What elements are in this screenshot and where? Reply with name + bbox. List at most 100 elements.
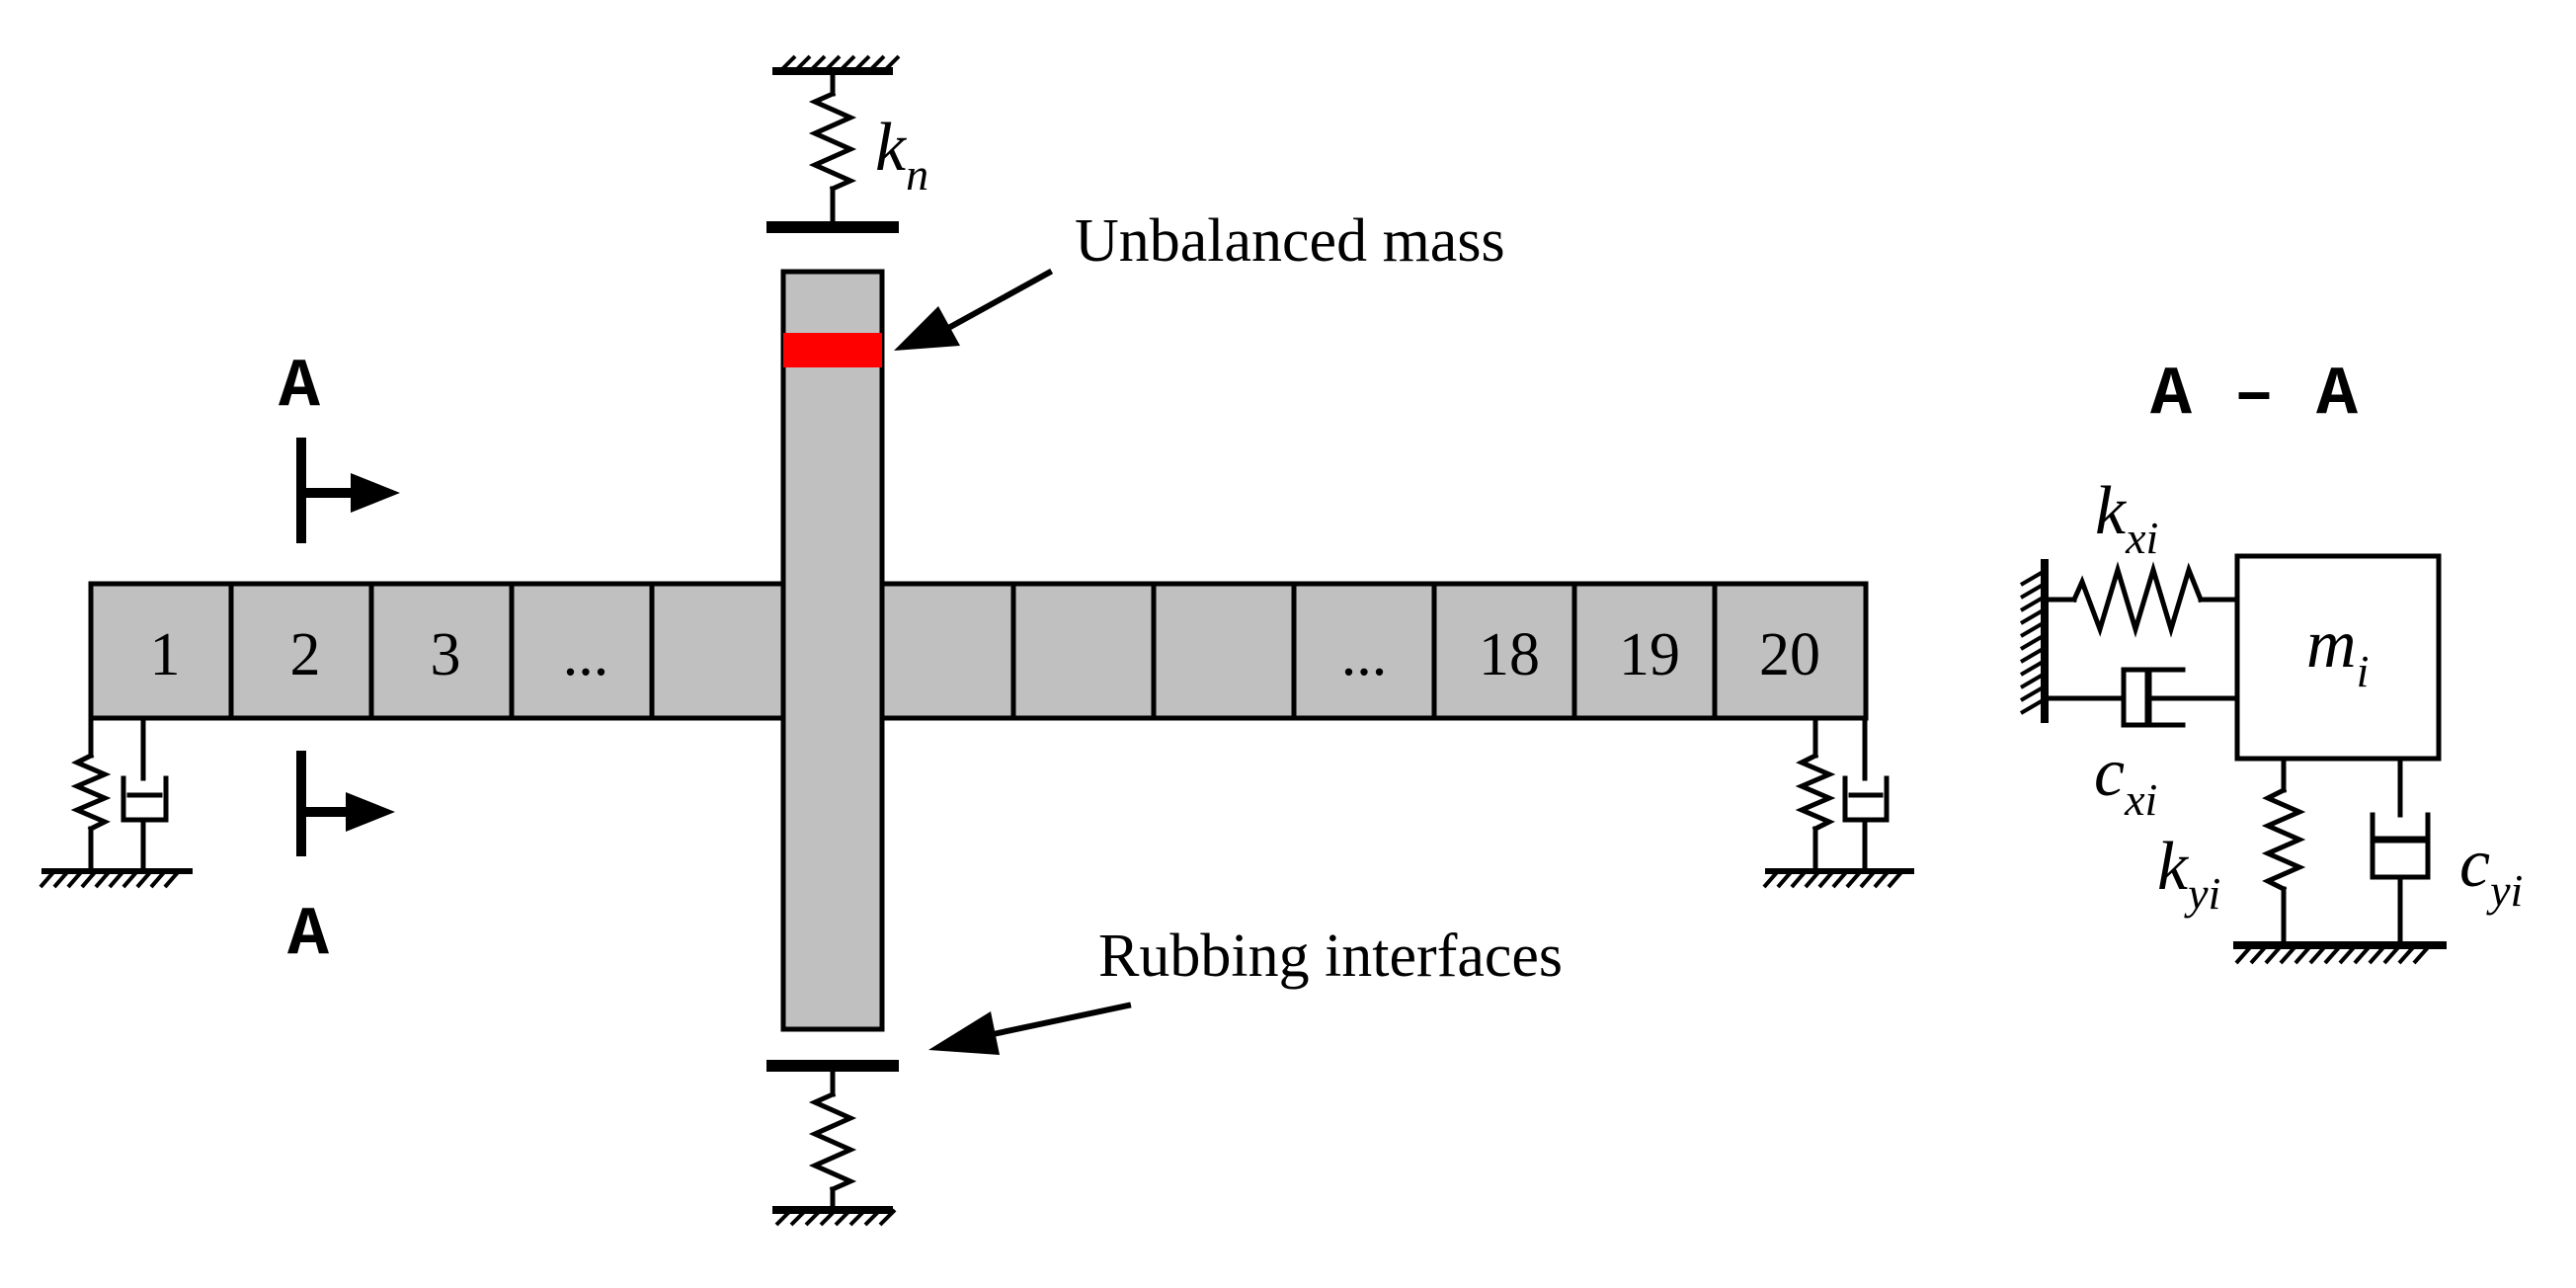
hatch-stroke: [774, 1208, 793, 1227]
aa-vertical-spring: [2261, 786, 2306, 893]
hatch-stroke: [121, 869, 139, 889]
hatch-stroke: [52, 869, 70, 889]
left-segment-dividers: [228, 584, 655, 718]
segment-label-18: 18: [1479, 621, 1540, 688]
top-stator-spring: kn: [766, 54, 928, 233]
hatch-stroke: [2019, 582, 2047, 600]
aa-mass-block: [2234, 553, 2442, 762]
section-marker-bottom: A: [287, 751, 395, 975]
hatch-stroke: [1859, 869, 1877, 889]
hatch-stroke: [2019, 595, 2047, 612]
hatch-stroke: [823, 54, 842, 73]
hatch-stroke: [789, 1208, 808, 1227]
hatch-stroke: [1887, 869, 1904, 889]
hatch-stroke: [804, 1208, 823, 1227]
hatch-stroke: [108, 869, 125, 889]
rubbing-interfaces-label: Rubbing interfaces: [1098, 923, 1563, 990]
kxi-label: kxi: [2095, 473, 2158, 563]
section-aa-detail: A – A mi kxi cxi kyi: [2019, 357, 2523, 965]
hatch-stroke: [163, 869, 181, 889]
hatch-stroke: [1831, 869, 1849, 889]
hatch-stroke: [135, 869, 153, 889]
hatch-stroke: [834, 1208, 852, 1227]
left-bearing-support: [39, 715, 193, 889]
hatch-stroke: [848, 1208, 867, 1227]
kn-label: kn: [875, 110, 928, 200]
hatch-stroke: [2294, 943, 2313, 965]
hatch-stroke: [2353, 943, 2373, 965]
shaft-body: [88, 581, 1869, 721]
hatch-stroke: [2412, 943, 2432, 965]
left-bearing-damper: [121, 775, 169, 874]
segment-label-20: 20: [1759, 621, 1820, 688]
hatch-stroke: [39, 869, 56, 889]
hatch-stroke: [2019, 697, 2047, 715]
segment-label-19: 19: [1619, 621, 1680, 688]
hatch-stroke: [1873, 869, 1891, 889]
hatch-stroke: [1776, 869, 1794, 889]
aa-vertical-damper: [2370, 812, 2431, 880]
unbalanced-mass-marker: [783, 333, 882, 367]
aa-left-wall-hatch: [2019, 569, 2047, 715]
hatch-stroke: [1804, 869, 1821, 889]
hatch-stroke: [808, 54, 827, 73]
hatch-stroke: [882, 54, 901, 73]
hatch-stroke: [1762, 869, 1780, 889]
section-letter-top: A: [279, 349, 320, 427]
hatch-stroke: [819, 1208, 838, 1227]
aa-horizontal-spring: [2070, 561, 2205, 638]
segment-label-3: 3: [431, 621, 461, 688]
rubbing-interfaces-arrowhead: [928, 1011, 1000, 1055]
hatch-stroke: [2019, 672, 2047, 689]
bottom-stator-spring: [766, 1060, 899, 1227]
aa-bottom-ground-hatch: [2234, 943, 2432, 965]
section-marker-top: A: [279, 349, 400, 543]
rubbing-interfaces-callout: Rubbing interfaces: [928, 923, 1563, 1055]
top-spring: [808, 90, 857, 193]
hatch-stroke: [2019, 607, 2047, 625]
hatch-stroke: [2368, 943, 2387, 965]
hatch-stroke: [778, 54, 797, 73]
hatch-stroke: [2308, 943, 2328, 965]
hatch-stroke: [1845, 869, 1863, 889]
right-bearing-support: [1762, 715, 1914, 889]
hatch-stroke: [80, 869, 98, 889]
section-arrow-bottom: [346, 792, 395, 832]
cxi-label: cxi: [2094, 735, 2157, 825]
hatch-stroke: [2397, 943, 2417, 965]
section-aa-title: A – A: [2150, 357, 2358, 435]
hatch-stroke: [838, 54, 856, 73]
hatch-stroke: [1790, 869, 1808, 889]
right-bearing-ground-hatch: [1762, 869, 1904, 889]
right-segment-dividers: [1010, 584, 1718, 718]
segment-label-ellipsis-left: ...: [563, 621, 609, 688]
hatch-stroke: [793, 54, 812, 73]
disk: [780, 269, 885, 1032]
hatch-stroke: [863, 1208, 882, 1227]
shaft: 1 2 3 ... ... 18 19 20: [88, 581, 1869, 721]
hatch-stroke: [1817, 869, 1835, 889]
section-letter-bottom: A: [287, 897, 329, 975]
hatch-stroke: [2019, 620, 2047, 638]
left-bearing-spring: [70, 752, 112, 833]
segment-label-ellipsis-right: ...: [1341, 621, 1388, 688]
cyi-label: cyi: [2459, 826, 2523, 916]
bottom-spring: [808, 1090, 857, 1193]
hatch-stroke: [2019, 684, 2047, 702]
hatch-stroke: [2323, 943, 2343, 965]
unbalanced-mass-arrowhead: [894, 306, 960, 351]
left-bearing-ground-hatch: [39, 869, 181, 889]
hatch-stroke: [2338, 943, 2358, 965]
unbalanced-mass-label: Unbalanced mass: [1075, 207, 1505, 275]
hatch-stroke: [2019, 569, 2047, 587]
hatch-stroke: [2264, 943, 2284, 965]
segment-label-1: 1: [150, 621, 181, 688]
hatch-stroke: [2234, 943, 2254, 965]
hatch-stroke: [2019, 633, 2047, 651]
bottom-ground-hatch: [772, 1206, 897, 1227]
hatch-stroke: [2279, 943, 2298, 965]
hatch-stroke: [878, 1208, 897, 1227]
hatch-stroke: [867, 54, 886, 73]
section-arrow-top: [351, 473, 400, 513]
